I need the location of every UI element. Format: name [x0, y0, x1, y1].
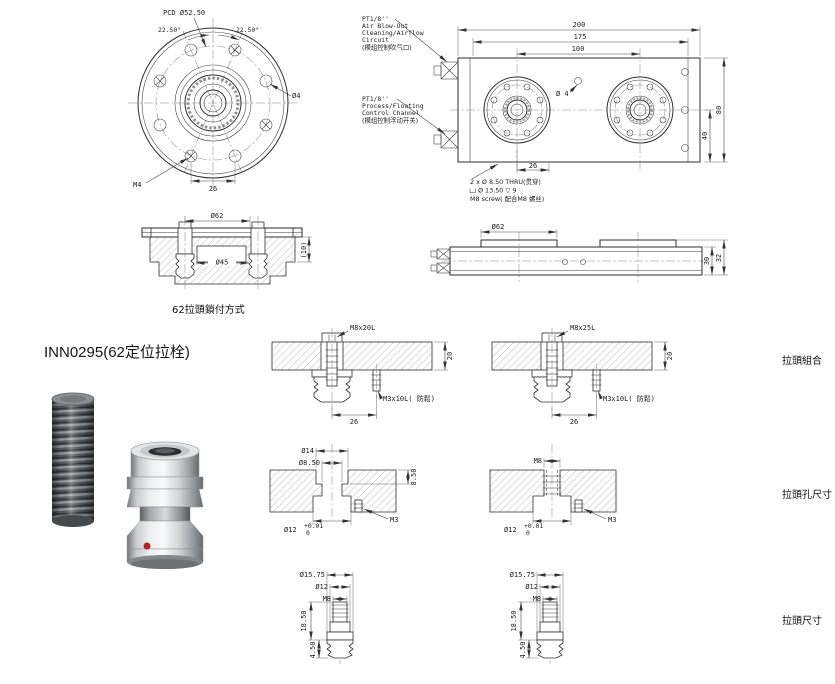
air-callout-line2: Air Blow-Out	[362, 22, 408, 30]
section-dia-top-label: Ø62	[211, 212, 224, 220]
product-photo: INN0295(62定位拉栓)	[44, 344, 204, 569]
side-h-inner-label: 30	[703, 257, 711, 265]
clamp-head-photo	[126, 441, 204, 569]
asm-right-pitch-label: 26	[570, 418, 578, 426]
process-callout-line1: PT1/8''	[362, 95, 389, 103]
stud-left-shank-label: Ø12	[315, 583, 328, 591]
process-callout: PT1/8'' Process/Floating Control Channel…	[362, 95, 446, 135]
air-callout: PT1/8'' Air Blow-Out Cleaning/Airflow Ci…	[362, 15, 448, 63]
asm-left-depth-label: 20	[446, 352, 454, 360]
hole-left-grub-label: M3	[390, 516, 398, 524]
asm-left-screw-label: M8x20L	[350, 324, 375, 332]
asm-right-depth-label: 20	[666, 352, 674, 360]
air-callout-line3: Cleaning/Airflow	[362, 29, 424, 37]
holes-caption: 拉頭孔尺寸	[782, 488, 832, 501]
small-hole-label: Ø 4	[556, 90, 569, 98]
asm-left-pitch-label: 26	[350, 418, 358, 426]
hole-left-bore-label: Ø8.50	[299, 459, 320, 467]
section-dia-inner-label: Ø45	[216, 259, 229, 267]
hole-left-cbore-label: Ø14	[301, 447, 314, 455]
plate-top-view: 200 175 100 Ø 4 80 40 26 2 x Ø 8.50 THRU…	[362, 15, 728, 203]
height-label: 80	[715, 106, 723, 114]
stud-caption: 拉頭尺寸	[782, 614, 822, 627]
len-sub-label: 175	[574, 33, 587, 41]
side-dia-label: Ø62	[492, 223, 505, 231]
spacing-dim-label: 26	[209, 185, 217, 193]
stud-right-head-label: 4.50	[519, 642, 527, 659]
angle-right-label: 22.50°	[236, 26, 259, 34]
thread-label: M4	[133, 181, 141, 189]
offset-label: 26	[529, 162, 537, 170]
height-half-label: 40	[701, 132, 709, 140]
stud-right-thread-label: M8	[533, 595, 541, 603]
asm-right-screw-label: M8x25L	[570, 324, 595, 332]
assembly-caption: 拉頭組合	[782, 354, 822, 367]
air-callout-line5: (模组控制吹气口)	[362, 43, 412, 52]
stud-left-length-label: 18.50	[300, 610, 308, 631]
hole-left-tol-hi: +0.01	[304, 522, 323, 530]
side-h-outer-label: 32	[715, 254, 723, 262]
air-callout-line1: PT1/8''	[362, 15, 389, 23]
process-callout-line2: Process/Floating	[362, 102, 424, 110]
bore-note-line3: M8 screw( 配合M8 螺丝)	[470, 194, 544, 203]
hole-left-fit-label: Ø12	[284, 526, 297, 534]
section-caption: 62拉頭鎖付方式	[172, 303, 245, 316]
hole-right-thread-label: M8	[534, 457, 542, 465]
red-marking	[143, 542, 151, 550]
stud-dim-left-view: Ø15.75 Ø12 M8 18.50 4.50	[300, 571, 354, 664]
air-callout-line4: Circuit	[362, 36, 389, 44]
stud-right-length-label: 18.50	[510, 610, 518, 631]
hole-dim-right-view: M8 Ø12 +0.01 0 M3	[489, 444, 616, 537]
bore-note-line2: Ø 13.50 ▽ 9	[478, 187, 516, 195]
hole-right-tol-hi: +0.01	[524, 522, 543, 530]
hole-left-tol-lo: 0	[306, 529, 310, 537]
stud-left-flange-label: Ø15.75	[300, 571, 325, 579]
stud-left-thread-label: M8	[323, 595, 331, 603]
process-callout-line3: Control Channel	[362, 109, 420, 117]
stud-left-head-label: 4.50	[309, 642, 317, 659]
section-thickness-label: (10)	[300, 242, 308, 259]
stud-right-shank-label: Ø12	[525, 583, 538, 591]
hole-right-tol-lo: 0	[526, 529, 530, 537]
hole-right-grub-label: M3	[608, 516, 616, 524]
bore-note-line1: 2 x Ø 8.50 THRU(贯穿)	[470, 177, 541, 186]
angle-left-label: 22.50°	[158, 26, 181, 34]
hole-dim-left-view: Ø14 Ø8.50 8.50 Ø12 +0.01 0 M3	[269, 444, 418, 537]
flange-front-view: PCD Ø52.50 22.50° 22.50° Ø4 M4 26	[128, 9, 300, 193]
module-section-view: Ø62 Ø45 (10) 62拉頭鎖付方式	[141, 212, 312, 316]
module-side-view: Ø62 32 30	[430, 223, 728, 282]
len-centers-label: 100	[572, 45, 585, 53]
len-total-label: 200	[573, 21, 586, 29]
assembly-right-view: 26 20 M8x25L M3x10L( 防鬆)	[491, 324, 674, 426]
hole-left-depth-label: 8.50	[410, 469, 418, 486]
stud-dim-right-view: Ø15.75 Ø12 M8 18.50 4.50	[510, 571, 564, 664]
stud-right-flange-label: Ø15.75	[510, 571, 535, 579]
product-title: INN0295(62定位拉栓)	[44, 344, 190, 361]
threaded-stud-photo	[51, 392, 95, 527]
pcd-dim-label: PCD Ø52.50	[163, 9, 205, 17]
hole-right-fit-label: Ø12	[504, 526, 517, 534]
asm-right-grub-label: M3x10L( 防鬆)	[603, 394, 655, 403]
asm-left-grub-label: M3x10L( 防鬆)	[383, 394, 435, 403]
process-callout-line4: (模组控制浮动开关)	[362, 116, 418, 125]
hole-dia-label: Ø4	[292, 92, 300, 100]
assembly-left-view: 26 20 M8x20L M3x10L( 防鬆)	[271, 324, 454, 426]
